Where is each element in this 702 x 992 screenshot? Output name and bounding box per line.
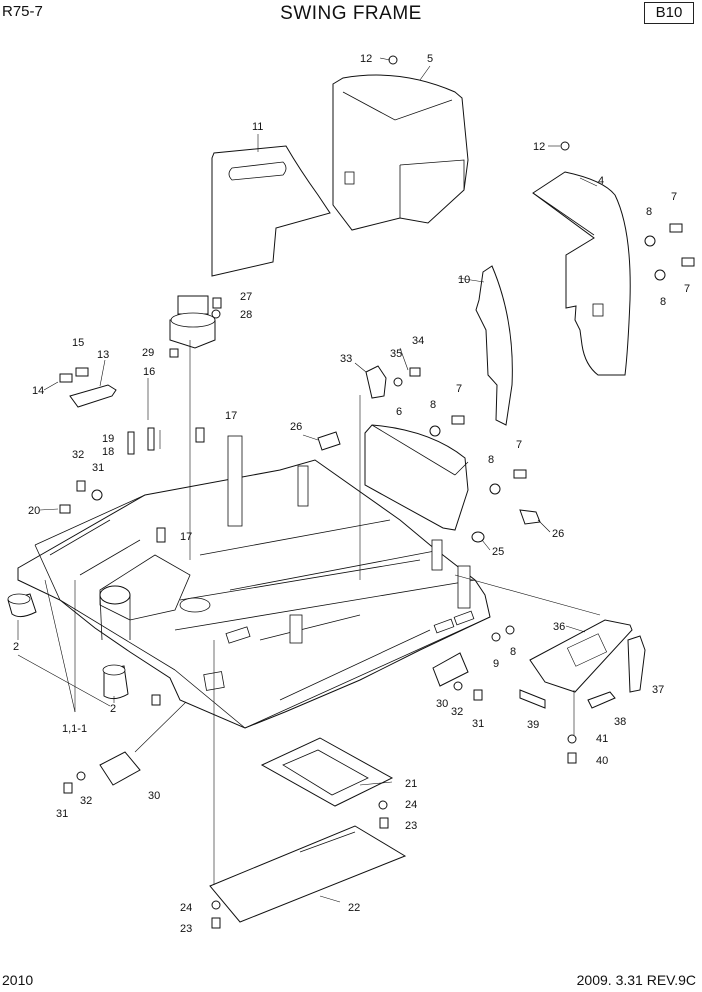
callout-21: 21 (405, 778, 417, 790)
callout-8-a: 8 (646, 206, 652, 218)
callout-5: 5 (427, 53, 433, 65)
callout-32-b: 32 (451, 706, 463, 718)
callout-18: 18 (102, 446, 114, 458)
callout-32-a: 32 (72, 449, 84, 461)
callout-31-a: 31 (92, 462, 104, 474)
callout-31-b: 31 (472, 718, 484, 730)
callout-7-b: 7 (684, 283, 690, 295)
page-title: SWING FRAME (280, 3, 422, 24)
callout-34: 34 (412, 335, 424, 347)
callout-10: 10 (458, 274, 470, 286)
callout-24-a: 24 (405, 799, 417, 811)
callout-2-a: 2 (13, 641, 19, 653)
callout-12-top: 12 (360, 53, 372, 65)
footer-revision: 2009. 3.31 REV.9C (576, 972, 696, 988)
callout-1-1-1: 1,1-1 (62, 723, 87, 735)
callout-25: 25 (492, 546, 504, 558)
callout-13: 13 (97, 349, 109, 361)
callout-22: 22 (348, 902, 360, 914)
callout-26-a: 26 (290, 421, 302, 433)
leader-lines (17, 57, 601, 903)
callout-7-a: 7 (671, 191, 677, 203)
callout-4: 4 (598, 175, 604, 187)
callout-8-d: 8 (488, 454, 494, 466)
callout-38: 38 (614, 716, 626, 728)
callout-20: 20 (28, 505, 40, 517)
callout-31-c: 31 (56, 808, 68, 820)
callout-12-right: 12 (533, 141, 545, 153)
callout-16: 16 (143, 366, 155, 378)
callout-30-a: 30 (436, 698, 448, 710)
callout-29: 29 (142, 347, 154, 359)
callout-23-b: 23 (180, 923, 192, 935)
callout-33: 33 (340, 353, 352, 365)
callout-8-b: 8 (660, 296, 666, 308)
callout-7-d: 7 (516, 439, 522, 451)
callout-11: 11 (252, 121, 263, 133)
model-label: R75-7 (2, 3, 43, 20)
callout-19: 19 (102, 433, 114, 445)
callout-30-b: 30 (148, 790, 160, 802)
callout-23-a: 23 (405, 820, 417, 832)
callout-35: 35 (390, 348, 402, 360)
callout-24-b: 24 (180, 902, 192, 914)
callout-40: 40 (596, 755, 608, 767)
callout-7-c: 7 (456, 383, 462, 395)
parts-geometry (7, 55, 695, 929)
callout-9: 9 (493, 658, 499, 670)
callout-17-a: 17 (225, 410, 237, 422)
callout-14: 14 (32, 385, 44, 397)
footer-year: 2010 (2, 972, 34, 988)
callout-41: 41 (596, 733, 608, 745)
callout-8-e: 8 (510, 646, 516, 658)
callout-labels: 12 5 11 12 4 7 8 8 7 10 27 28 15 13 29 1… (13, 53, 690, 935)
callout-39: 39 (527, 719, 539, 731)
callout-15: 15 (72, 337, 84, 349)
callout-27: 27 (240, 291, 252, 303)
callout-8-c: 8 (430, 399, 436, 411)
callout-28: 28 (240, 309, 252, 321)
callout-6: 6 (396, 406, 402, 418)
section-code-box: B10 (644, 2, 694, 24)
callout-37: 37 (652, 684, 664, 696)
callout-17-b: 17 (180, 531, 192, 543)
callout-2-b: 2 (110, 703, 116, 715)
callout-26-b: 26 (552, 528, 564, 540)
callout-32-c: 32 (80, 795, 92, 807)
callout-36: 36 (553, 621, 565, 633)
